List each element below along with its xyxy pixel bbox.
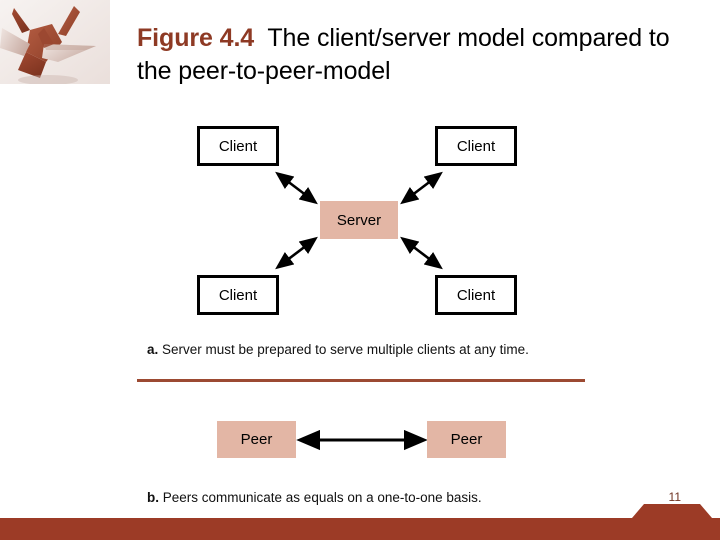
node-label: Client (218, 286, 258, 304)
diagram-peer-to-peer: Peer Peer b. Peers communicate as equals… (137, 407, 585, 512)
edge-server-client-bottom-left (275, 236, 318, 270)
node-label: Server (336, 211, 382, 229)
node-client-bottom-right[interactable]: Client (435, 275, 517, 315)
node-label: Peer (240, 431, 273, 448)
node-client-top-left[interactable]: Client (197, 126, 279, 166)
section-divider (137, 379, 585, 382)
edge-server-client-top-right (400, 171, 443, 205)
origami-crane-icon (0, 0, 110, 84)
figure-panel: Client Client Client Client Server a. Se… (137, 122, 585, 512)
figure-title-text: The client/server model compared to the … (137, 24, 670, 85)
node-label: Client (456, 137, 496, 155)
slide-number: 11 (668, 490, 681, 504)
title-spacer (254, 24, 267, 52)
node-client-bottom-left[interactable]: Client (197, 275, 279, 315)
edge-server-client-bottom-right (400, 236, 443, 270)
caption-part-a: a. Server must be prepared to serve mult… (147, 342, 529, 357)
origami-crane-logo (0, 0, 110, 84)
node-label: Client (218, 137, 258, 155)
node-label: Client (456, 286, 496, 304)
caption-part-b: b. Peers communicate as equals on a one-… (147, 490, 482, 505)
diagram-client-server: Client Client Client Client Server a. Se… (137, 122, 585, 360)
node-label: Peer (450, 431, 483, 448)
figure-label: Figure 4.4 (137, 24, 255, 52)
footer-shape (0, 504, 720, 540)
node-client-top-right[interactable]: Client (435, 126, 517, 166)
footer-bar (0, 504, 720, 540)
node-peer-left[interactable]: Peer (217, 421, 296, 458)
edge-server-client-top-left (275, 171, 318, 205)
caption-a-label: a. (147, 342, 159, 357)
node-server[interactable]: Server (320, 201, 398, 239)
caption-b-text: Peers communicate as equals on a one-to-… (159, 490, 482, 505)
node-peer-right[interactable]: Peer (427, 421, 506, 458)
caption-a-text: Server must be prepared to serve multipl… (158, 342, 529, 357)
caption-b-label: b. (147, 490, 159, 505)
page-title: Figure 4.4 The client/server model compa… (137, 22, 697, 87)
